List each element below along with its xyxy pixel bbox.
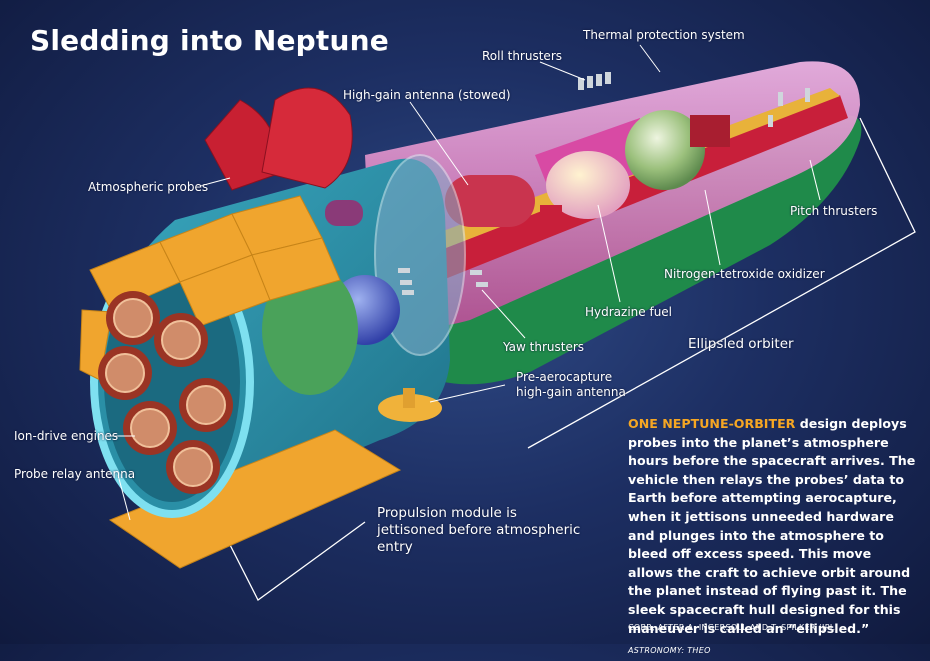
inner-green-tank <box>262 265 358 395</box>
stowed-antenna-tube <box>325 200 363 226</box>
leader-thermal <box>639 44 661 73</box>
atmospheric-probe-1 <box>204 99 278 191</box>
label-high-gain-antenna: High-gain antenna (stowed) <box>343 88 511 102</box>
label-thermal-protection: Thermal protection system <box>583 28 745 42</box>
engine-4 <box>179 378 233 432</box>
caption-headline: ONE NEPTUNE-ORBITER <box>628 416 796 431</box>
label-pre-aerocapture-antenna: Pre-aerocapture high-gain antenna <box>516 370 626 399</box>
engine-3 <box>98 346 152 400</box>
label-atmospheric-probes: Atmospheric probes <box>88 180 209 194</box>
red-box-2 <box>540 205 562 223</box>
spacecraft-diagram <box>79 44 916 601</box>
leader-pitch <box>809 159 821 201</box>
solar-panel-5 <box>251 237 341 301</box>
label-pitch-thrusters: Pitch thrusters <box>790 204 878 218</box>
caption: ONE NEPTUNE-ORBITER design deploys probe… <box>628 415 920 661</box>
caption-credit: ASTRONOMY: THEO <box>628 646 711 656</box>
label-ion-drive-engines: Ion-drive engines <box>14 429 119 443</box>
pitch-thrusters-icon <box>768 88 810 127</box>
probe-relay-antenna <box>108 429 402 569</box>
cylinder-tank <box>445 175 535 227</box>
label-hydrazine-fuel: Hydrazine fuel <box>585 305 673 319</box>
label-probe-relay-antenna: Probe relay antenna <box>14 467 136 481</box>
yaw-thrusters-icon <box>398 268 488 295</box>
engine-1 <box>106 291 160 345</box>
ion-drive-engines <box>98 291 233 494</box>
caption-body: design deploys probes into the planet’s … <box>628 416 916 636</box>
caption-credit-line2: COBB, AFTER A. INGERSOLL AND T. SPILKER … <box>628 623 839 632</box>
page-title: Sledding into Neptune <box>30 24 389 57</box>
engine-5 <box>123 401 177 455</box>
propulsion-bracket <box>224 521 366 601</box>
oxidizer-sphere <box>625 110 705 190</box>
leader-yaw <box>481 289 526 339</box>
label-roll-thrusters: Roll thrusters <box>482 49 562 63</box>
leader-roll <box>539 61 586 81</box>
leader-relay <box>117 474 131 521</box>
hydrazine-tank <box>546 151 630 219</box>
antenna-stalk <box>403 388 415 408</box>
label-propulsion-module: Propulsion module is jettisoned before a… <box>377 505 581 555</box>
leader-pre-aero <box>429 384 506 403</box>
engine-6 <box>166 440 220 494</box>
leader-nitrogen <box>704 189 721 266</box>
roll-thrusters-icon <box>578 72 611 90</box>
atmospheric-probe-2 <box>261 87 353 189</box>
leader-probes <box>199 177 231 187</box>
leader-antenna <box>409 101 469 186</box>
red-box-1 <box>690 115 730 147</box>
ellipsled-bracket <box>527 117 916 449</box>
label-ellipsled-orbiter: Ellipsled orbiter <box>688 336 794 352</box>
internal-deck <box>420 95 848 285</box>
label-nitrogen-tetroxide: Nitrogen-tetroxide oxidizer <box>664 267 825 281</box>
leader-hydrazine <box>597 204 621 303</box>
engine-2 <box>154 313 208 367</box>
label-yaw-thrusters: Yaw thrusters <box>503 340 585 354</box>
